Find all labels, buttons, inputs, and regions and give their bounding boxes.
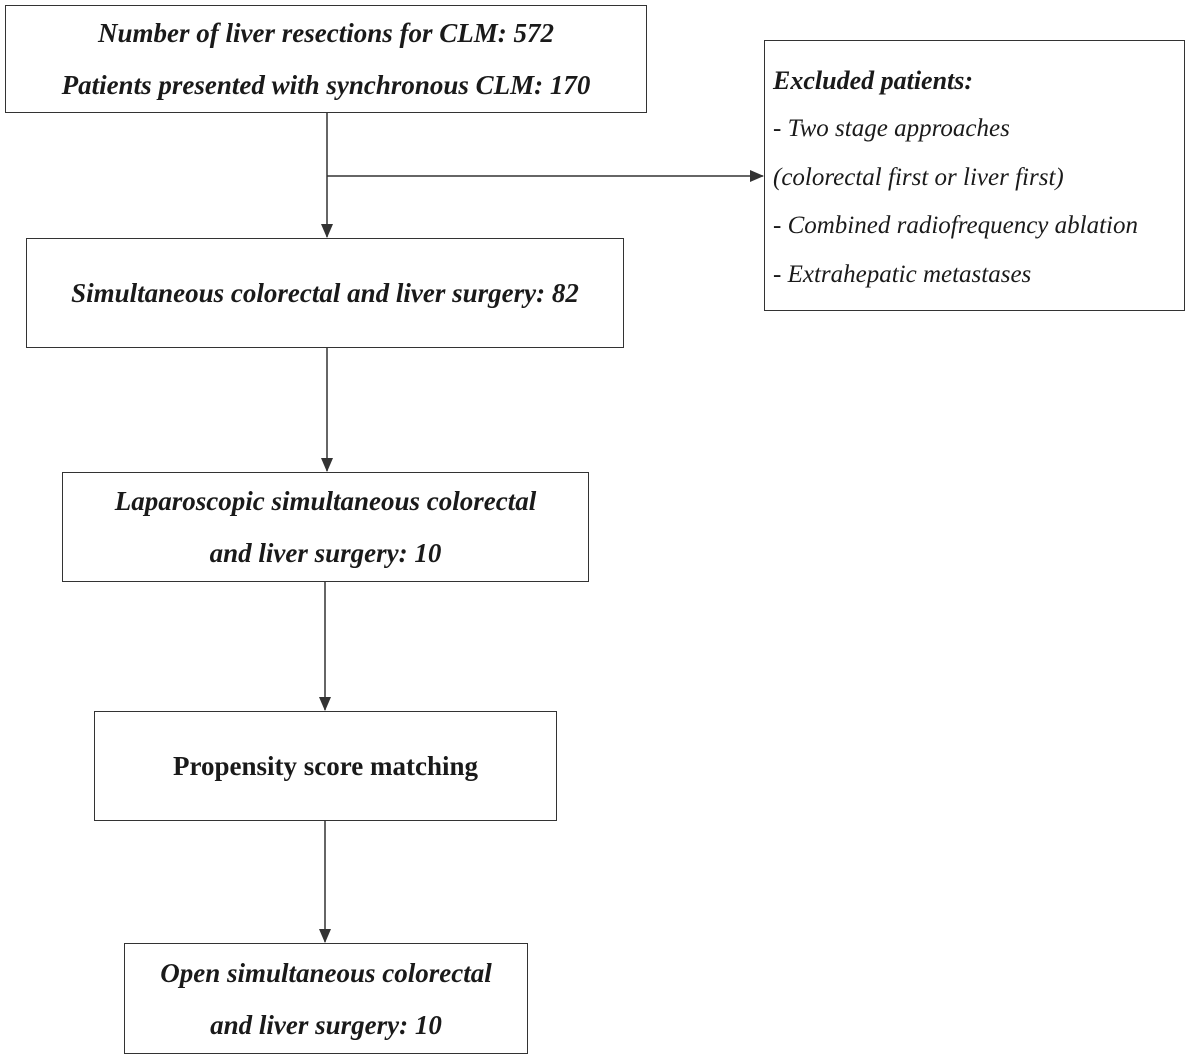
simultaneous-surgery-text: Simultaneous colorectal and liver surger… — [71, 278, 579, 308]
laparoscopic-text-line1: Laparoscopic simultaneous colorectal — [114, 486, 537, 516]
excluded-item: - Extrahepatic metastases — [773, 260, 1032, 288]
excluded-item: (colorectal first or liver first) — [773, 163, 1064, 191]
excluded-item: - Combined radiofrequency ablation — [773, 212, 1138, 239]
propensity-matching-box: Propensity score matching — [94, 711, 557, 821]
synchronous-clm-text: Patients presented with synchronous CLM:… — [61, 70, 591, 100]
open-text-line2: and liver surgery: 10 — [210, 1009, 442, 1040]
laparoscopic-surgery-box: Laparoscopic simultaneous colorectal and… — [62, 472, 589, 582]
excluded-patients-box: Excluded patients: - Two stage approache… — [764, 40, 1185, 311]
excluded-item: - Two stage approaches — [773, 115, 1010, 142]
open-surgery-box: Open simultaneous colorectal and liver s… — [124, 943, 528, 1054]
total-resections-box: Number of liver resections for CLM: 572 … — [5, 5, 647, 113]
open-text-line1: Open simultaneous colorectal — [160, 957, 492, 988]
excluded-title: Excluded patients: — [773, 66, 974, 95]
simultaneous-surgery-box: Simultaneous colorectal and liver surger… — [26, 238, 624, 348]
propensity-matching-text: Propensity score matching — [173, 751, 478, 781]
laparoscopic-text-line2: and liver surgery: 10 — [209, 538, 442, 568]
total-resections-text: Number of liver resections for CLM: 572 — [98, 18, 554, 48]
